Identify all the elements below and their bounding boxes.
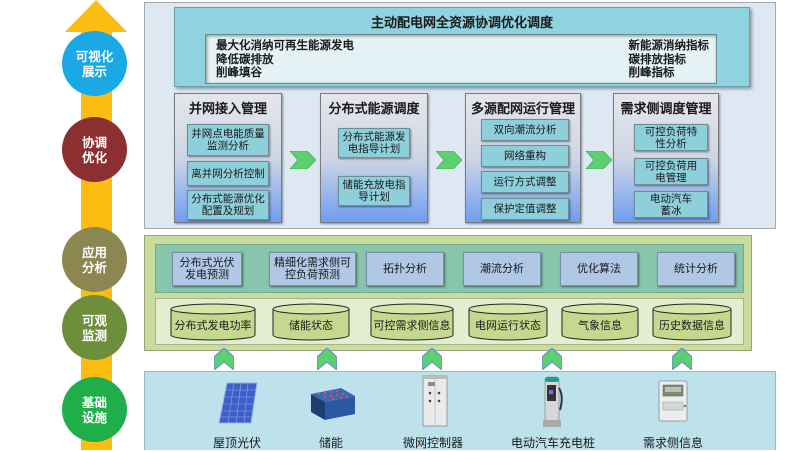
up-arrow-icon (672, 348, 692, 370)
goal-item: 降低碳排放 (216, 51, 274, 66)
device-label: 储能 (318, 436, 343, 450)
analysis-item: 统计分析 (657, 252, 735, 286)
analysis-item: 优化算法 (560, 252, 638, 286)
database-icon (652, 303, 732, 341)
indicator-item: 新能源消纳指标 (628, 38, 710, 52)
module-item: 保护定值调整 (481, 198, 569, 220)
module-grid-connection: 并网接入管理 并网点电能质量 监测分析 离并网分析控制 分布式能源优化 配置及规… (174, 93, 282, 223)
stage-visualization: 可视化 展示 (62, 31, 127, 96)
goal-item: 削峰填谷 (216, 65, 262, 79)
infrastructure-panel: 屋顶光伏 储能 微网控制器 电动汽车充 (144, 371, 776, 450)
objective-box: 主动配电网全资源协调优化调度 最大化消纳可再生能源发电 降低碳排放 削峰填谷 新… (174, 7, 750, 87)
module-title: 需求侧调度管理 (620, 102, 712, 117)
control-cabinet-icon (422, 375, 448, 427)
device-label: 电动汽车充电桩 (510, 436, 595, 450)
module-item: 运行方式调整 (481, 171, 569, 193)
indicator-item: 碳排放指标 (628, 51, 687, 66)
module-item: 分布式能源优化 配置及规划 (187, 190, 269, 220)
data-store-label: 历史数据信息 (659, 319, 725, 332)
data-store-label: 电网运行状态 (475, 319, 541, 332)
device-label: 需求侧信息 (642, 436, 703, 450)
analysis-item: 潮流分析 (463, 252, 541, 286)
module-item: 可控负荷特 性分析 (634, 124, 708, 151)
module-demand-side: 需求侧调度管理 可控负荷特 性分析 可控负荷用 电管理 电动汽车 蓄冰 (613, 93, 719, 223)
data-store-label: 气象信息 (578, 319, 622, 332)
module-title: 多源配网运行管理 (470, 102, 575, 117)
module-item: 并网点电能质量 监测分析 (187, 124, 269, 156)
data-store-cylinder: 电网运行状态 (468, 303, 548, 341)
analysis-band: 分布式光伏 发电预测 精细化需求侧可 控负荷预测 拓扑分析 潮流分析 优化算法 … (155, 244, 744, 293)
data-store-cylinder: 气象信息 (561, 303, 639, 341)
module-item: 电动汽车 蓄冰 (634, 191, 708, 218)
goals-list: 最大化消纳可再生能源发电 降低碳排放 削峰填谷 (216, 38, 354, 80)
analysis-item: 分布式光伏 发电预测 (172, 252, 242, 286)
data-store-cylinder: 储能状态 (272, 303, 350, 341)
analysis-monitoring-panel: 分布式光伏 发电预测 精细化需求侧可 控负荷预测 拓扑分析 潮流分析 优化算法 … (144, 235, 752, 351)
data-store-label: 储能状态 (289, 319, 333, 332)
indicators-list: 新能源消纳指标 碳排放指标 削峰指标 (628, 38, 710, 80)
data-store-label: 分布式发电功率 (174, 319, 252, 332)
up-arrow-icon (542, 348, 562, 370)
device-label: 屋顶光伏 (212, 436, 261, 450)
ev-charger-icon (543, 376, 563, 427)
smart-meter-icon (658, 380, 688, 422)
stage-monitoring: 可观 监测 (62, 295, 127, 360)
stage-application: 应用 分析 (62, 227, 127, 292)
database-icon (561, 303, 639, 341)
stage-coordination: 协调 优化 (62, 117, 127, 182)
database-icon (468, 303, 548, 341)
data-band: 分布式发电功率 储能状态 可控需求侧信息 电网运行状态 气象信息 历史数据信息 (155, 298, 744, 345)
vertical-arrow-head (65, 0, 127, 32)
data-store-cylinder: 历史数据信息 (652, 303, 732, 341)
chevron-right-icon (586, 151, 612, 169)
module-item: 网络重构 (481, 145, 569, 167)
analysis-item: 精细化需求侧可 控负荷预测 (269, 252, 356, 286)
indicator-item: 削峰指标 (628, 65, 675, 79)
module-item: 可控负荷用 电管理 (634, 158, 708, 185)
module-item: 储能充放电指 导计划 (338, 176, 410, 206)
module-distributed-energy: 分布式能源调度 分布式能源发 电指导计划 储能充放电指 导计划 (320, 93, 428, 223)
up-arrow-icon (422, 348, 442, 370)
database-icon (272, 303, 350, 341)
chevron-right-icon (290, 151, 316, 169)
goal-item: 最大化消纳可再生能源发电 (216, 38, 354, 52)
up-arrow-icon (317, 348, 337, 370)
battery-icon (311, 388, 355, 420)
analysis-item: 拓扑分析 (366, 252, 444, 286)
up-arrow-icon (214, 348, 234, 370)
data-store-cylinder: 分布式发电功率 (170, 303, 256, 341)
stage-infrastructure: 基础 设施 (62, 377, 127, 442)
solar-panel-icon (218, 382, 258, 424)
module-item: 离并网分析控制 (187, 161, 269, 186)
module-title: 分布式能源调度 (328, 102, 420, 117)
device-label: 微网控制器 (402, 436, 463, 450)
data-store-cylinder: 可控需求侧信息 (370, 303, 454, 341)
module-multi-source-operation: 多源配网运行管理 双向潮流分析 网络重构 运行方式调整 保护定值调整 (465, 93, 581, 223)
module-item: 分布式能源发 电指导计划 (338, 128, 410, 158)
data-store-label: 可控需求侧信息 (373, 319, 451, 332)
module-item: 双向潮流分析 (481, 119, 569, 141)
database-icon (370, 303, 454, 341)
objective-title: 主动配电网全资源协调优化调度 (370, 16, 553, 31)
objective-inner-box: 最大化消纳可再生能源发电 降低碳排放 削峰填谷 新能源消纳指标 碳排放指标 削峰… (205, 34, 717, 84)
database-icon (170, 303, 256, 341)
chevron-right-icon (436, 151, 462, 169)
module-title: 并网接入管理 (188, 102, 267, 117)
